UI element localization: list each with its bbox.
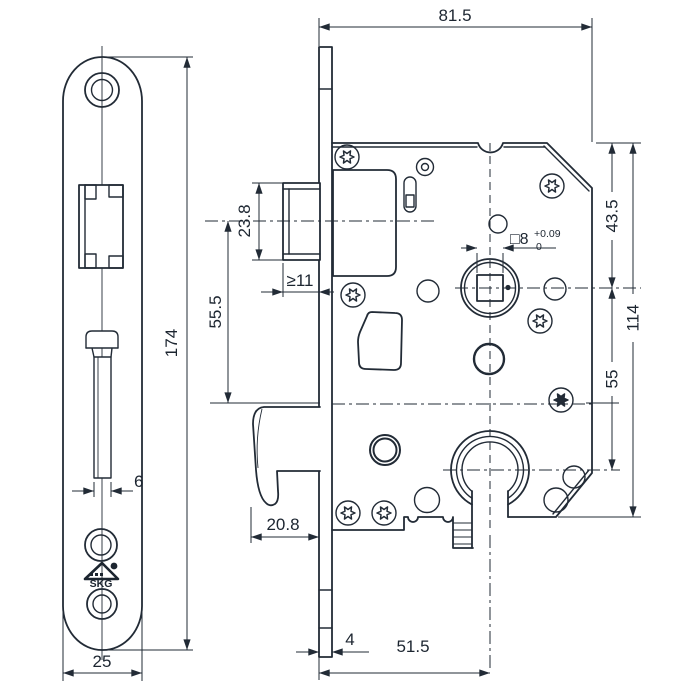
bottom-screw-hole-lower <box>86 588 118 620</box>
dim-spindle-tol-lower: 0 <box>536 241 542 253</box>
chamfer-inner-lines <box>543 145 590 515</box>
adjustment-slot <box>403 176 417 213</box>
dim-follower-to-cylinder: 55 <box>603 370 622 389</box>
hole <box>472 342 506 376</box>
dim-faceplate-width: 25 <box>93 652 112 671</box>
dim-case-height: 114 <box>624 304 643 331</box>
hole <box>416 279 440 303</box>
lock-case-side-view <box>205 46 641 668</box>
hole <box>562 465 586 489</box>
hole <box>543 277 567 301</box>
dim-faceplate-length: 174 <box>162 329 181 357</box>
dim-latch-to-deadbolt: 55.5 <box>206 295 225 328</box>
dim-backset: 51.5 <box>396 637 429 656</box>
dim-case-depth: 81.5 <box>438 6 471 25</box>
faceplate-front-view: SKG <box>62 46 143 660</box>
dim-faceplate-thickness: 4 <box>345 630 354 649</box>
case-outline-top-right <box>331 142 593 518</box>
deadbolt-side <box>252 406 321 507</box>
case-outline-bottom <box>331 516 474 549</box>
dimensions: 81.5 174 25 23.8 ≥11 55.5 20.8 <box>62 6 643 681</box>
skg-label: SKG <box>90 578 113 590</box>
deadbolt-front <box>85 330 119 479</box>
hole <box>488 214 508 234</box>
skg-certification-logo: SKG <box>83 561 120 590</box>
faceplate-edge-view <box>318 46 333 658</box>
dim-latch-height: 23.8 <box>235 204 254 237</box>
rivet <box>415 157 435 177</box>
dim-deadbolt-throw: 20.8 <box>266 515 299 534</box>
dim-top-to-follower: 43.5 <box>603 199 622 232</box>
dim-latch-protrusion: ≥11 <box>287 271 314 290</box>
top-screw-hole <box>84 72 120 108</box>
latch-housing <box>332 169 397 277</box>
hole <box>543 487 569 513</box>
dim-deadbolt-thickness: 6 <box>134 472 143 491</box>
bottom-screw-hole-upper <box>84 528 118 562</box>
bushing <box>369 434 401 466</box>
hole <box>413 486 441 514</box>
dim-spindle-tol-upper: +0.09 <box>534 228 561 240</box>
bottom-tab-hatch <box>453 522 472 545</box>
dim-spindle-square: □8 <box>510 231 529 248</box>
latch-bolt-front <box>78 184 124 269</box>
mechanism-cutout <box>357 311 403 371</box>
